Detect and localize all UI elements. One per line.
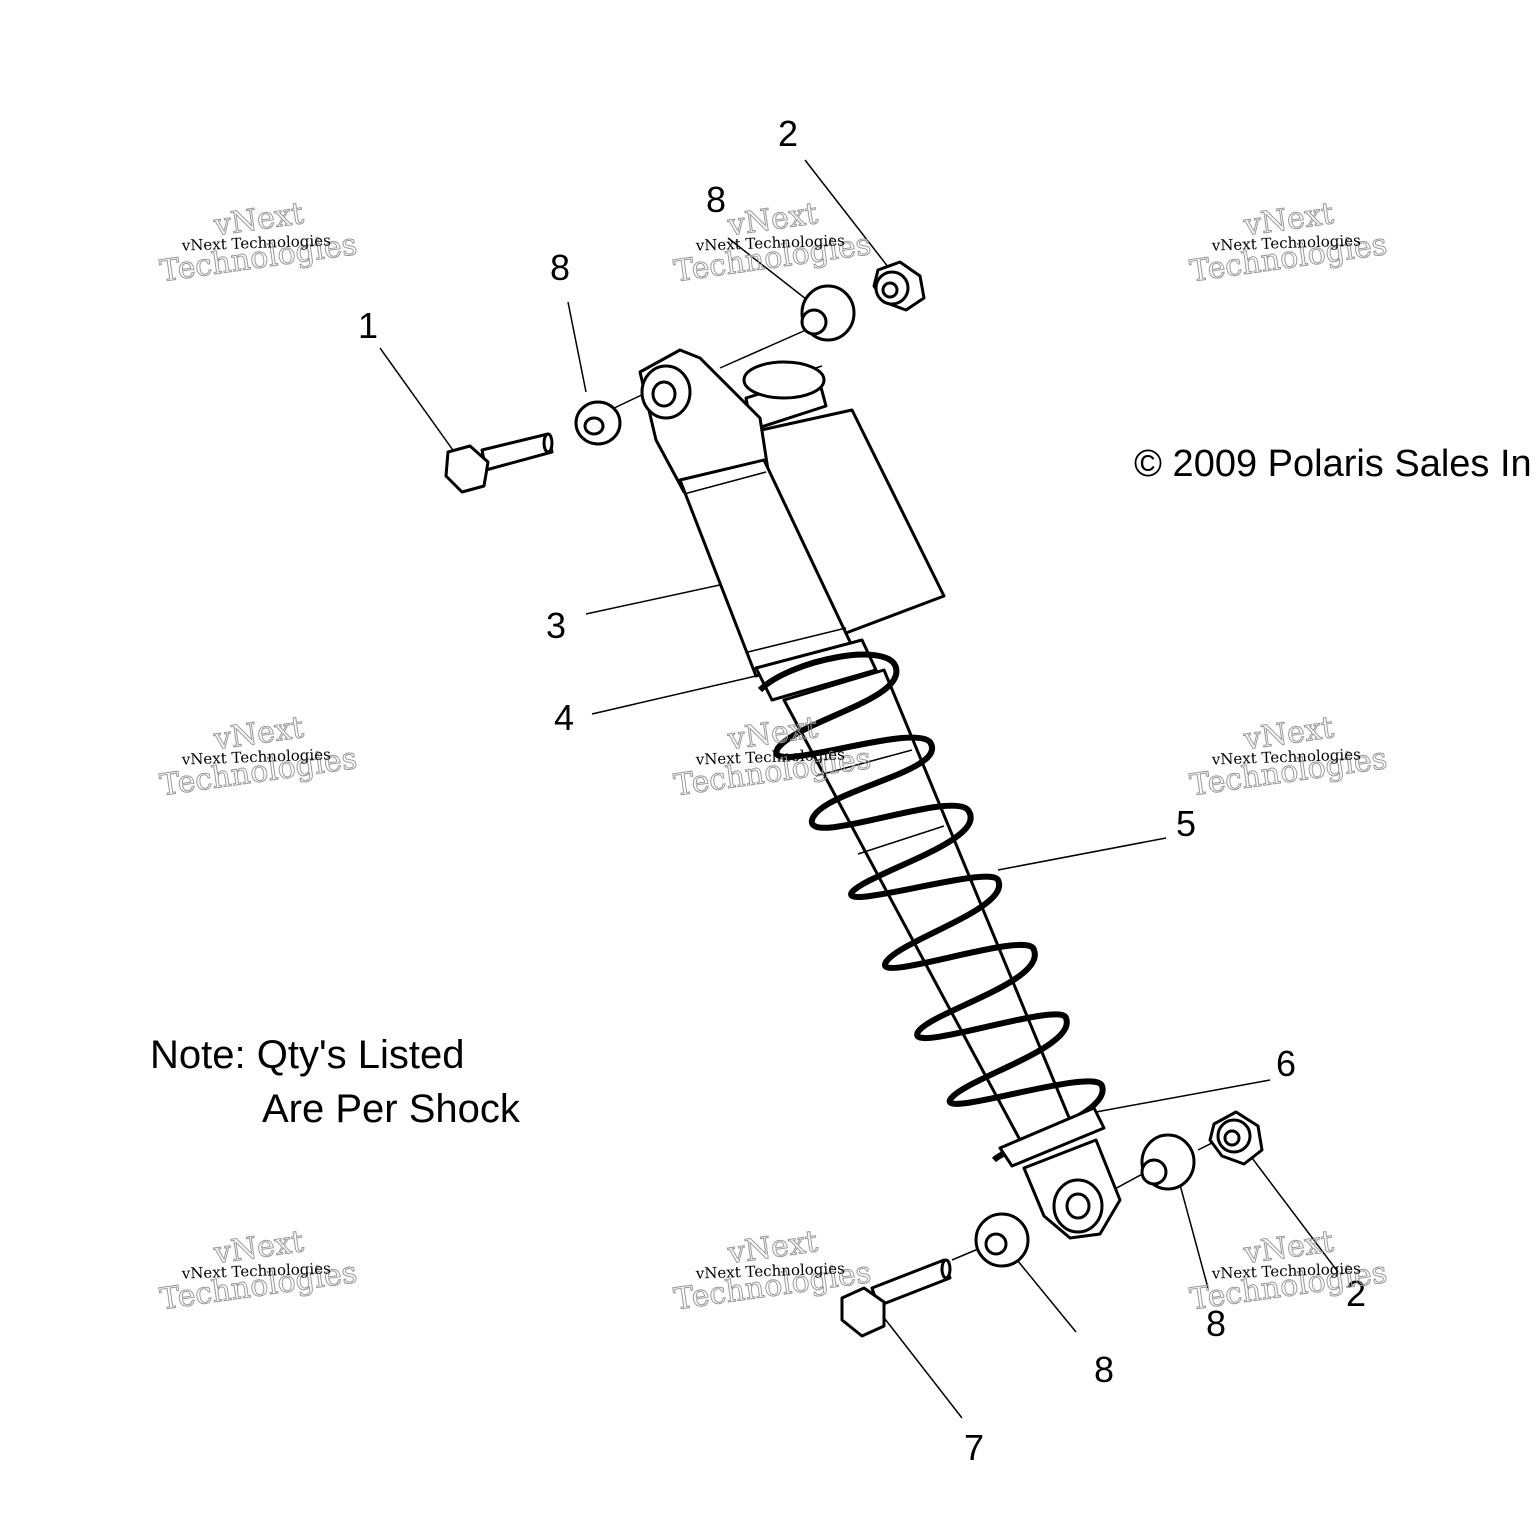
callout-4: 4 — [554, 697, 574, 738]
svg-text:vNext Technologies: vNext Technologies — [180, 745, 331, 768]
callout-2-top: 2 — [778, 113, 798, 154]
callout-8-left: 8 — [550, 247, 570, 288]
upper-nut — [872, 260, 926, 312]
watermark: vNext Technologies vNext Technologies — [157, 1224, 359, 1318]
callout-numbers: 1 2 8 8 3 4 5 6 2 8 8 7 — [358, 113, 1366, 1468]
svg-text:vNext Technologies: vNext Technologies — [1210, 1259, 1361, 1282]
callout-7: 7 — [964, 1427, 984, 1468]
upper-right-bushing — [800, 284, 856, 342]
watermark: vNext Technologies vNext Technologies — [157, 196, 359, 290]
svg-text:vNext Technologies: vNext Technologies — [694, 745, 845, 768]
callout-6: 6 — [1276, 1043, 1296, 1084]
callout-8-top: 8 — [706, 179, 726, 220]
svg-text:vNext Technologies: vNext Technologies — [180, 1259, 331, 1282]
callout-2-bottom: 2 — [1346, 1273, 1366, 1314]
watermark: vNext Technologies vNext Technologies — [671, 196, 873, 290]
lower-eye — [1022, 1138, 1122, 1240]
svg-text:vNext Technologies: vNext Technologies — [694, 231, 845, 254]
copyright-text: © 2009 Polaris Sales In — [1134, 443, 1532, 485]
upper-left-bushing — [574, 400, 622, 446]
watermark: vNext Technologies vNext Technologies — [157, 710, 359, 804]
svg-text:vNext Technologies: vNext Technologies — [1210, 745, 1361, 768]
watermark-small: vNext Technologies — [180, 231, 331, 254]
svg-text:vNext Technologies: vNext Technologies — [1210, 231, 1361, 254]
upper-bolt — [444, 432, 554, 494]
leader-lines — [379, 159, 1339, 1419]
lower-left-bushing — [974, 1212, 1030, 1268]
watermarks: vNext Technologies vNext Technologies vN… — [157, 196, 1389, 1318]
shock-body — [638, 348, 946, 678]
lower-nut — [1208, 1110, 1264, 1166]
lower-right-bushing — [1140, 1133, 1196, 1191]
watermark: vNext Technologies vNext Technologies — [1187, 196, 1389, 290]
callout-8-bottom-right: 8 — [1206, 1303, 1226, 1344]
callout-5: 5 — [1176, 803, 1196, 844]
callout-8-bottom: 8 — [1094, 1349, 1114, 1390]
lower-bolt — [840, 1258, 952, 1338]
note-line-1: Note: Qty's Listed — [150, 1033, 464, 1077]
lower-spring-retainer — [998, 1106, 1106, 1168]
callout-3: 3 — [546, 605, 566, 646]
watermark: vNext Technologies vNext Technologies — [1187, 710, 1389, 804]
svg-text:vNext Technologies: vNext Technologies — [694, 1259, 845, 1282]
callout-1: 1 — [358, 305, 378, 346]
note-line-2: Are Per Shock — [262, 1087, 521, 1131]
